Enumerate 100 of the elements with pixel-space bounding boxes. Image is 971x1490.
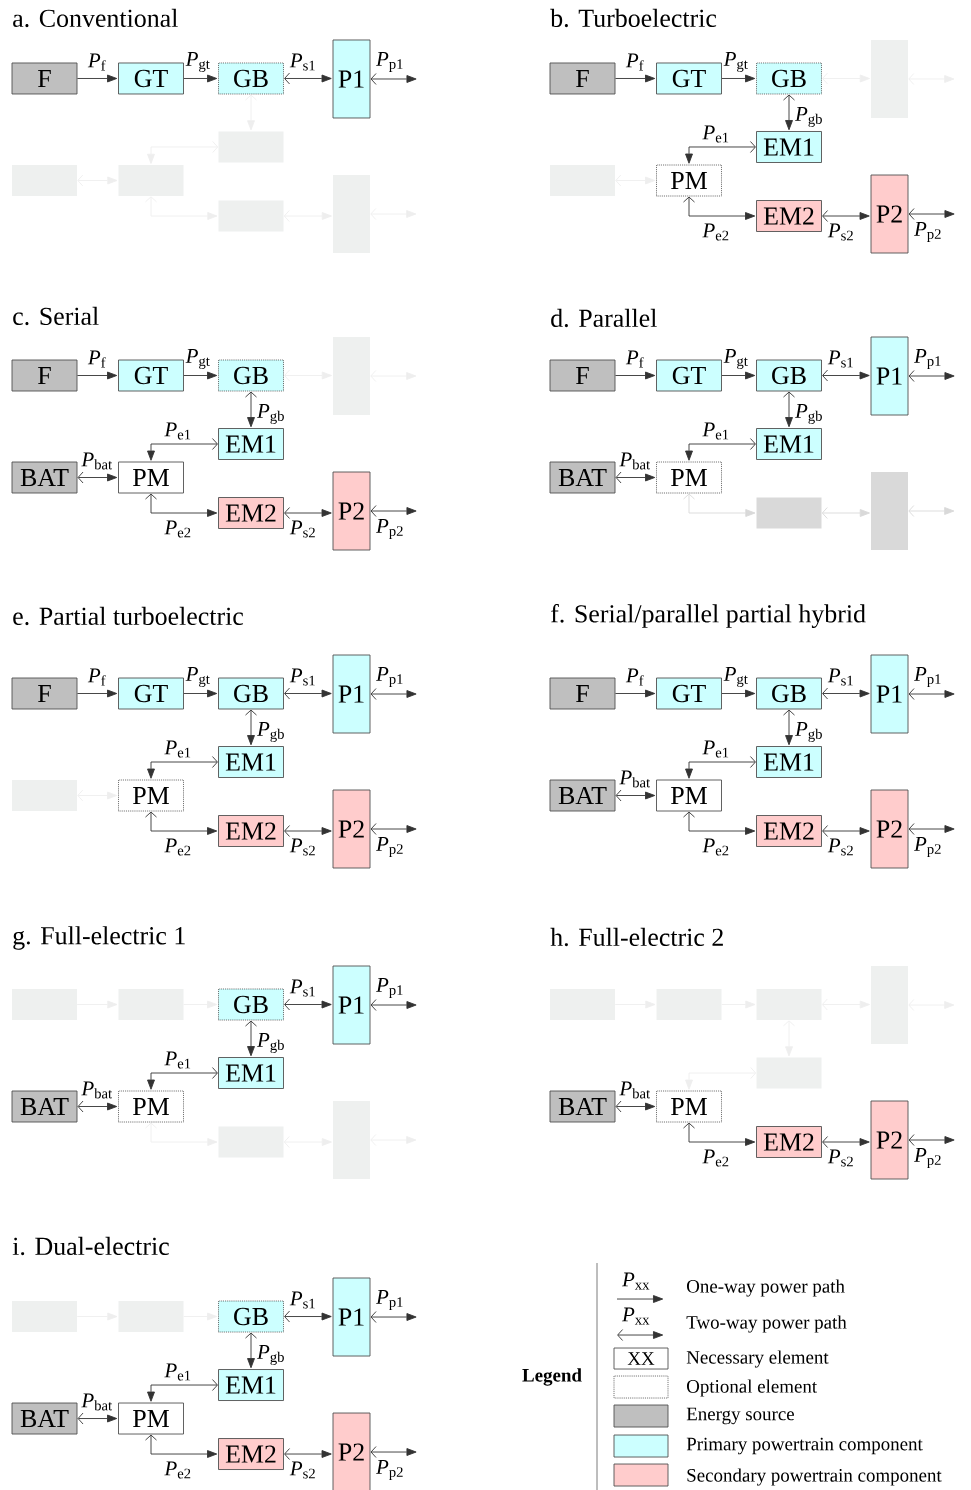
arrow [370, 999, 417, 1011]
arrow [615, 74, 656, 83]
legend-text: Two-way power path [686, 1315, 847, 1333]
edge-label: P$_{f}$ [87, 350, 106, 368]
edge-label: P$_{gb}$ [794, 107, 822, 127]
arrow [245, 1020, 257, 1057]
component-box: GT [118, 359, 184, 392]
arrow [284, 72, 332, 85]
component-box: BAT [549, 461, 616, 494]
edge-label: P$_{s2}$ [827, 838, 853, 856]
arrow [683, 493, 756, 517]
arrow [77, 1412, 118, 1425]
edge-label: P$_{s2}$ [289, 1461, 315, 1479]
edge-label: P$_{p2}$ [913, 1148, 941, 1168]
component-box: P2 [332, 789, 371, 869]
component-box: P2 [870, 789, 909, 869]
arrow [783, 391, 795, 428]
edge-label: P$_{p2}$ [375, 519, 403, 539]
arrow [615, 1100, 656, 1113]
component-box: GB [756, 677, 822, 710]
component-box: PM [656, 1090, 722, 1123]
arrow [147, 1067, 218, 1090]
edge-label: P$_{bat}$ [619, 1081, 650, 1099]
arrow [284, 825, 332, 837]
component-box: GB [218, 62, 284, 95]
edge-label: P$_{f}$ [625, 350, 644, 368]
edge-label: P$_{bat}$ [81, 1393, 112, 1411]
edge-label: P$_{s1}$ [827, 668, 853, 686]
edge-label: P$_{p1}$ [375, 978, 403, 998]
arrow [284, 1310, 332, 1323]
component-box: F [11, 62, 78, 95]
edge-label: P$_{s2}$ [289, 520, 315, 538]
component-box: PM [656, 779, 722, 812]
component-box: PM [656, 164, 722, 197]
arrow [145, 1122, 218, 1146]
component-box: PM [118, 1402, 184, 1435]
arrow [370, 1446, 417, 1458]
arrow [183, 371, 218, 380]
arrow [183, 74, 218, 83]
component-box: BAT [549, 779, 616, 812]
component-box: GB [218, 1300, 284, 1333]
component-box: GT [656, 359, 722, 392]
arrow [77, 689, 118, 698]
component-box: GB [756, 62, 822, 95]
component-box: P2 [870, 174, 909, 254]
edge-label: P$_{p1}$ [375, 667, 403, 687]
arrow [284, 998, 332, 1011]
panel-title: b. Turboelectric [550, 8, 717, 28]
component-box: EM2 [218, 1438, 284, 1470]
legend-title: Legend [522, 1368, 582, 1386]
arrow [77, 471, 118, 484]
edge-label: P$_{gt}$ [723, 52, 748, 72]
arrow [245, 709, 257, 746]
panel-title: e. Partial turboelectric [13, 606, 244, 626]
edge-label: P$_{gt}$ [185, 52, 210, 72]
component-box: P1 [870, 654, 909, 734]
legend-text: Necessary element [686, 1350, 829, 1368]
component-box: GB [218, 988, 284, 1021]
component-box: P2 [870, 1100, 909, 1180]
arrow [783, 94, 795, 131]
arrow [245, 1332, 257, 1369]
arrow [245, 94, 257, 131]
arrow [77, 74, 118, 83]
component-box: PM [118, 461, 184, 494]
component-box: F [11, 677, 78, 710]
edge-label: P$_{bat}$ [619, 770, 650, 788]
arrow [615, 689, 656, 698]
arrow [77, 1100, 118, 1113]
component-box: P1 [870, 336, 909, 416]
component-box: F [549, 62, 616, 95]
panel-title: a. Conventional [13, 8, 178, 28]
arrow [822, 369, 870, 382]
arrow [822, 687, 870, 700]
edge-label: P$_{s1}$ [289, 668, 315, 686]
component-box: P1 [332, 1277, 371, 1357]
component-box: EM1 [218, 746, 284, 778]
panel-title: h. Full-electric 2 [550, 927, 723, 947]
arrow [77, 789, 118, 802]
edge-label: P$_{e1}$ [164, 422, 191, 440]
arrow [908, 823, 955, 835]
edge-label: P$_{e2}$ [164, 520, 191, 538]
placeholder-box [756, 497, 822, 529]
edge-label: P$_{p1}$ [375, 52, 403, 72]
component-box: GB [756, 359, 822, 392]
arrow [822, 1136, 870, 1148]
component-box: BAT [549, 1090, 616, 1123]
edge-label: P$_{e2}$ [702, 1149, 729, 1167]
arrow [615, 371, 656, 380]
panel-title: i. Dual-electric [12, 1236, 169, 1256]
component-box: GB [218, 677, 284, 710]
arrow [284, 1448, 332, 1460]
component-box: EM2 [756, 1126, 822, 1158]
component-box: PM [118, 779, 184, 812]
legend-text: Energy source [686, 1407, 794, 1425]
arrow [245, 391, 257, 428]
arrow [685, 141, 756, 164]
arrow [284, 507, 332, 519]
arrow [183, 689, 218, 698]
component-box: EM2 [218, 497, 284, 529]
component-box: EM1 [218, 428, 284, 460]
